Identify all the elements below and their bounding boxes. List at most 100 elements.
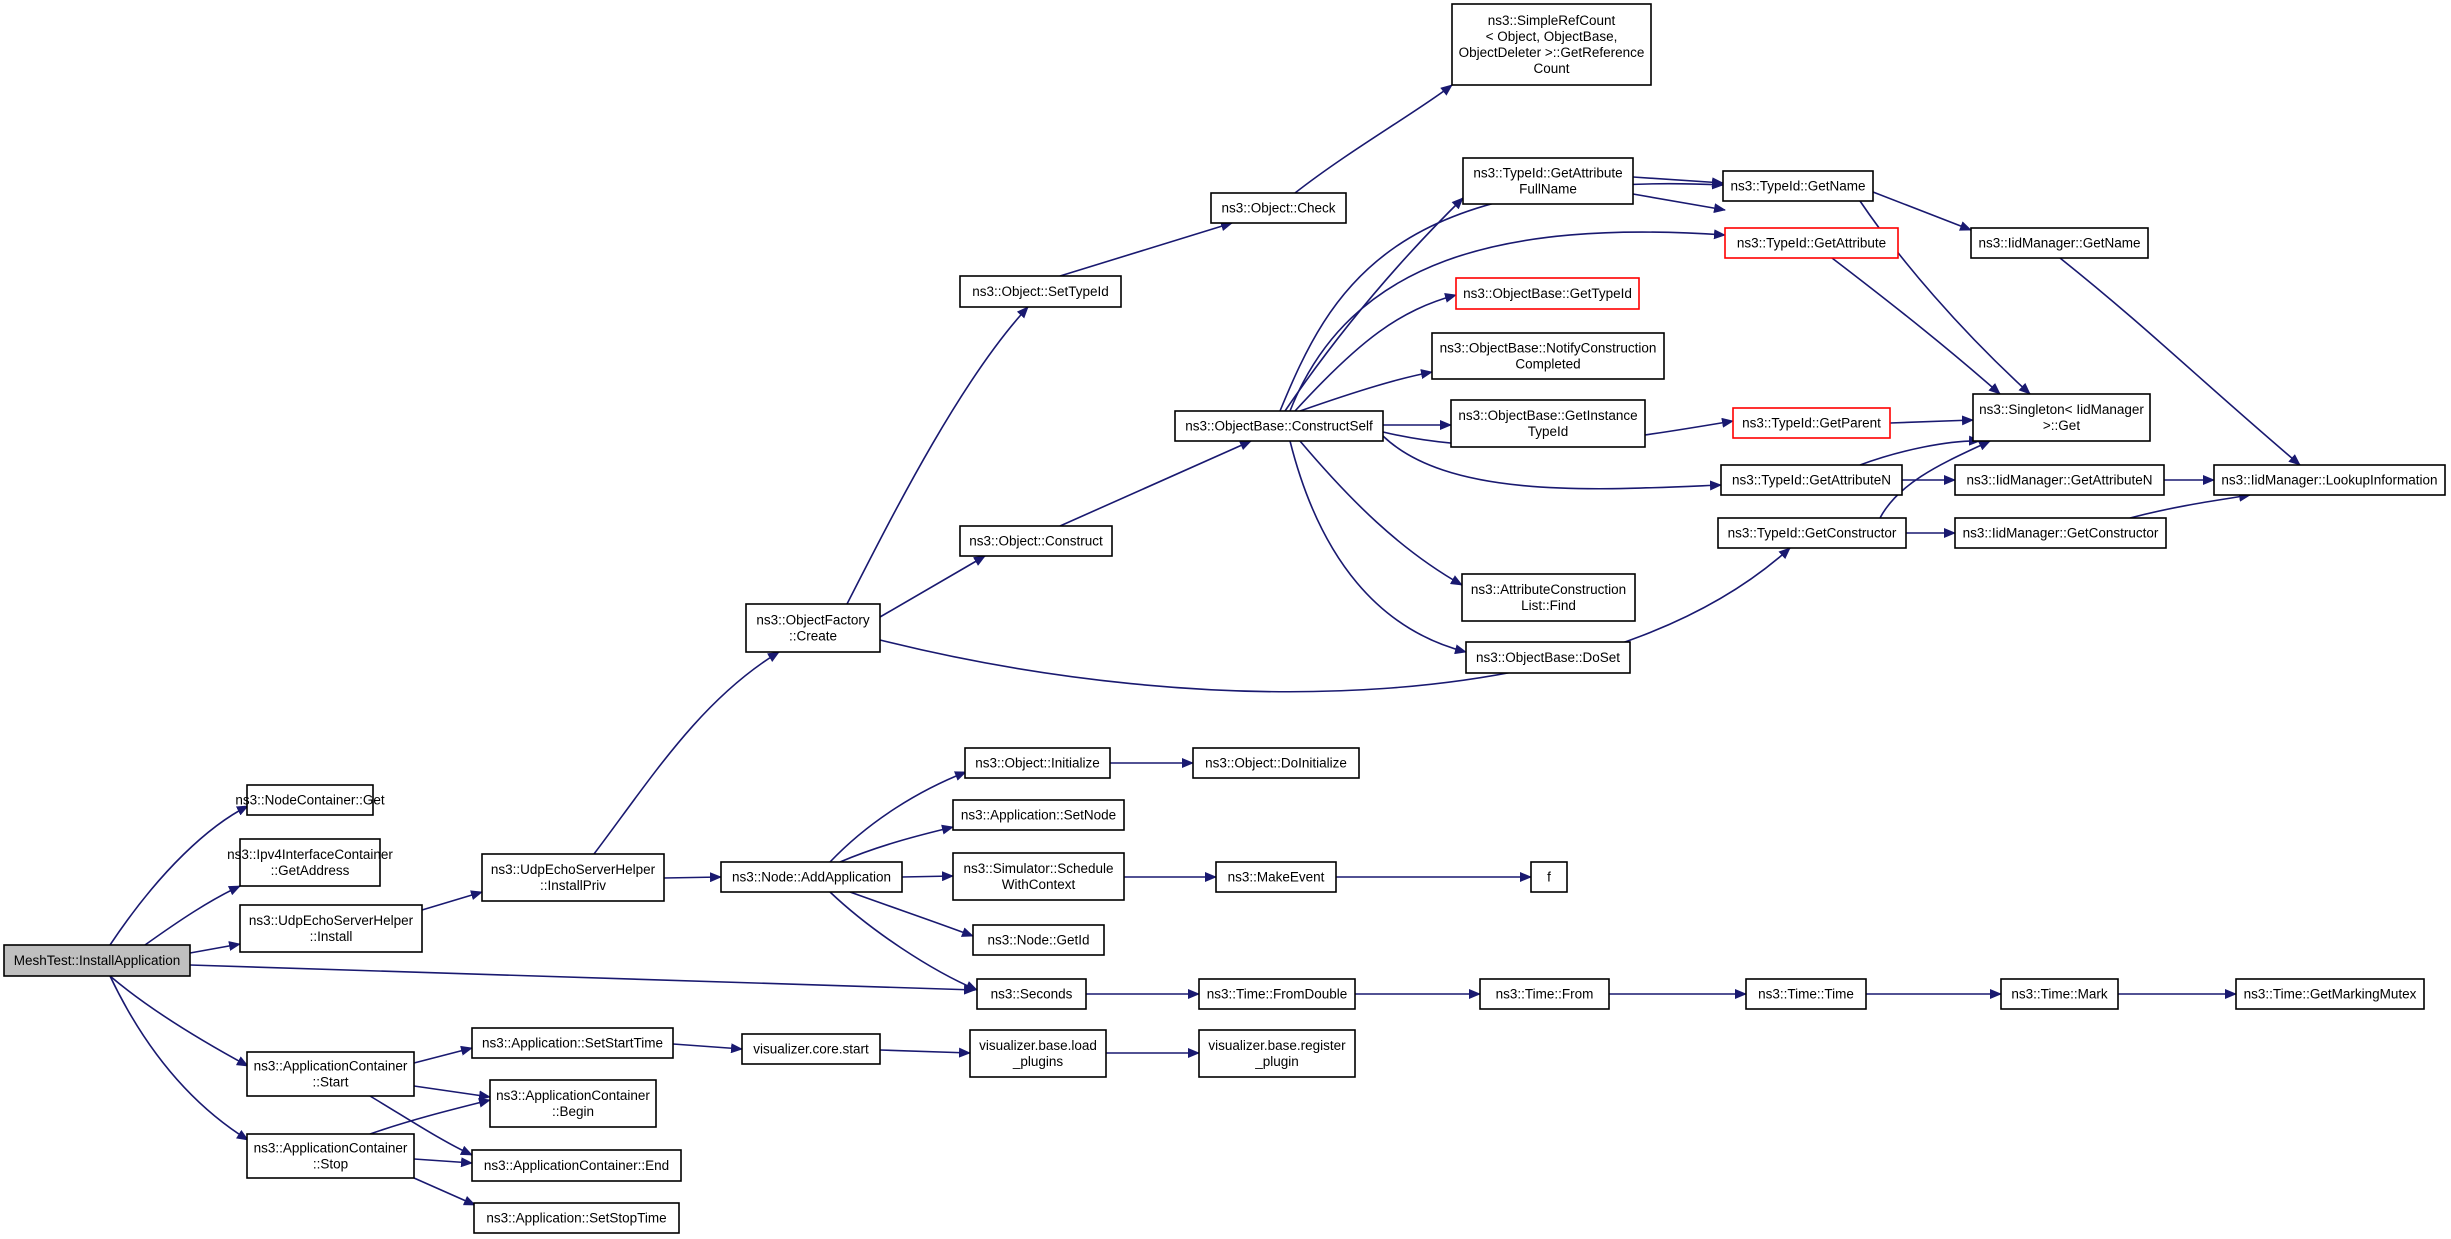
graph-node-viz-base-register[interactable]: visualizer.base.register_plugin bbox=[1198, 1029, 1356, 1078]
node-label-line: ns3::AttributeConstruction bbox=[1471, 582, 1626, 597]
graph-node-time-from[interactable]: ns3::Time::From bbox=[1479, 978, 1610, 1010]
node-box bbox=[959, 275, 1122, 308]
graph-node-typeid-getparent[interactable]: ns3::TypeId::GetParent bbox=[1732, 407, 1891, 439]
graph-node-obj-check[interactable]: ns3::Object::Check bbox=[1210, 192, 1347, 224]
graph-node-typeid-getattributen[interactable]: ns3::TypeId::GetAttributeN bbox=[1720, 464, 1903, 496]
graph-node-ac-start[interactable]: ns3::ApplicationContainer::Start bbox=[246, 1051, 415, 1097]
node-label-line: ns3::IidManager::GetConstructor bbox=[1963, 526, 2159, 541]
node-label-line: ns3::Object::Check bbox=[1221, 201, 1335, 216]
graph-node-ac-stop[interactable]: ns3::ApplicationContainer::Stop bbox=[246, 1133, 415, 1179]
graph-node-simplerefcount[interactable]: ns3::SimpleRefCount< Object, ObjectBase,… bbox=[1451, 3, 1652, 86]
call-edge bbox=[593, 651, 780, 855]
graph-node-iidmgr-getname[interactable]: ns3::IidManager::GetName bbox=[1970, 227, 2149, 259]
node-label-line: ns3::Object::SetTypeId bbox=[972, 284, 1109, 299]
node-label-line: >::Get bbox=[2043, 418, 2080, 433]
call-edge bbox=[1879, 440, 1991, 519]
call-edge bbox=[663, 872, 722, 883]
graph-node-root[interactable]: MeshTest::InstallApplication bbox=[3, 944, 191, 977]
graph-node-udp-install[interactable]: ns3::UdpEchoServerHelper::Install bbox=[239, 904, 423, 953]
node-box bbox=[1455, 277, 1640, 310]
node-box bbox=[1954, 464, 2165, 496]
call-edge bbox=[2129, 491, 2251, 519]
node-box bbox=[246, 1133, 415, 1179]
node-label-line: ns3::IidManager::GetAttributeN bbox=[1966, 473, 2152, 488]
graph-node-obj-initialize[interactable]: ns3::Object::Initialize bbox=[964, 747, 1111, 779]
node-box bbox=[1462, 157, 1634, 205]
call-edge bbox=[189, 964, 976, 995]
call-edge bbox=[1059, 440, 1252, 527]
call-edge bbox=[1299, 369, 1433, 412]
graph-node-of-create[interactable]: ns3::ObjectFactory::Create bbox=[745, 603, 881, 653]
node-label-line: _plugin bbox=[1254, 1054, 1299, 1069]
graph-node-typeid-getattribute[interactable]: ns3::TypeId::GetAttribute bbox=[1724, 227, 1899, 259]
nodes-layer: MeshTest::InstallApplication ns3::NodeCon… bbox=[3, 3, 2446, 1234]
node-label-line: ::Stop bbox=[313, 1157, 348, 1172]
graph-node-time-mark[interactable]: ns3::Time::Mark bbox=[2000, 978, 2119, 1010]
node-box bbox=[969, 1029, 1107, 1078]
node-label-line: ns3::ApplicationContainer bbox=[254, 1141, 408, 1156]
node-box bbox=[1970, 227, 2149, 259]
node-label-line: ns3::Object::DoInitialize bbox=[1205, 756, 1347, 771]
node-box bbox=[1972, 393, 2151, 442]
node-box bbox=[1192, 747, 1360, 779]
call-edge bbox=[1294, 84, 1453, 194]
node-box bbox=[1717, 517, 1907, 549]
graph-node-obj-construct[interactable]: ns3::Object::Construct bbox=[959, 525, 1113, 557]
graph-node-udp-installpriv[interactable]: ns3::UdpEchoServerHelper::InstallPriv bbox=[481, 853, 665, 902]
node-label-line: ns3::ObjectFactory bbox=[756, 613, 870, 628]
graph-node-typeid-getname[interactable]: ns3::TypeId::GetName bbox=[1722, 170, 1874, 202]
node-box bbox=[1198, 978, 1356, 1010]
graph-node-objbase-notify[interactable]: ns3::ObjectBase::NotifyConstructionCompl… bbox=[1431, 332, 1665, 380]
graph-node-app-setnode[interactable]: ns3::Application::SetNode bbox=[952, 799, 1125, 831]
call-edge bbox=[1284, 197, 1464, 412]
node-box bbox=[1215, 861, 1337, 893]
node-box bbox=[1198, 1029, 1356, 1078]
graph-node-f[interactable]: f bbox=[1530, 861, 1568, 893]
node-label-line: ::Install bbox=[310, 929, 353, 944]
node-box bbox=[976, 978, 1087, 1010]
graph-node-ac-end[interactable]: ns3::ApplicationContainer::End bbox=[471, 1149, 682, 1182]
call-edge bbox=[829, 771, 967, 863]
node-label-line: ns3::NodeContainer::Get bbox=[235, 793, 385, 808]
node-label-line: ::InstallPriv bbox=[540, 878, 606, 893]
node-label-line: ns3::TypeId::GetParent bbox=[1742, 416, 1881, 431]
graph-node-iidmgr-lookup[interactable]: ns3::IidManager::LookupInformation bbox=[2213, 464, 2446, 496]
graph-node-singleton-get[interactable]: ns3::Singleton< IidManager>::Get bbox=[1972, 393, 2151, 442]
graph-node-node-addapp[interactable]: ns3::Node::AddApplication bbox=[720, 861, 903, 893]
graph-node-obj-doinitialize[interactable]: ns3::Object::DoInitialize bbox=[1192, 747, 1360, 779]
call-edge bbox=[1632, 193, 1726, 214]
graph-node-seconds[interactable]: ns3::Seconds bbox=[976, 978, 1087, 1010]
graph-node-node-getid[interactable]: ns3::Node::GetId bbox=[972, 924, 1105, 956]
call-edge bbox=[1859, 435, 1981, 466]
graph-node-viz-base-load[interactable]: visualizer.base.load_plugins bbox=[969, 1029, 1107, 1078]
graph-node-objbase-constructself[interactable]: ns3::ObjectBase::ConstructSelf bbox=[1174, 410, 1384, 442]
graph-node-viz-core-start[interactable]: visualizer.core.start bbox=[741, 1033, 881, 1065]
graph-node-obj-settypeid[interactable]: ns3::Object::SetTypeId bbox=[959, 275, 1122, 308]
graph-node-nc-get[interactable]: ns3::NodeContainer::Get bbox=[235, 784, 385, 816]
graph-node-time-getmarkingmutex[interactable]: ns3::Time::GetMarkingMutex bbox=[2235, 978, 2425, 1010]
graph-node-ac-begin[interactable]: ns3::ApplicationContainer::Begin bbox=[489, 1079, 657, 1128]
graph-node-makeevent[interactable]: ns3::MakeEvent bbox=[1215, 861, 1337, 893]
node-box bbox=[489, 1079, 657, 1128]
node-label-line: FullName bbox=[1519, 182, 1577, 197]
graph-node-objbase-gettypeid[interactable]: ns3::ObjectBase::GetTypeId bbox=[1455, 277, 1640, 310]
graph-node-iidmgr-getattributen[interactable]: ns3::IidManager::GetAttributeN bbox=[1954, 464, 2165, 496]
graph-node-objbase-doset[interactable]: ns3::ObjectBase::DoSet bbox=[1465, 641, 1631, 674]
call-edge bbox=[1382, 435, 1722, 491]
graph-node-app-setstarttime[interactable]: ns3::Application::SetStartTime bbox=[471, 1027, 674, 1059]
node-box bbox=[2235, 978, 2425, 1010]
node-label-line: f bbox=[1547, 870, 1551, 885]
graph-node-app-setstoptime[interactable]: ns3::Application::SetStopTime bbox=[473, 1202, 680, 1234]
node-box bbox=[471, 1149, 682, 1182]
graph-node-ipv4-getaddr[interactable]: ns3::Ipv4InterfaceContainer::GetAddress bbox=[227, 838, 393, 887]
node-label-line: ns3::Node::GetId bbox=[987, 933, 1089, 948]
graph-node-time-time[interactable]: ns3::Time::Time bbox=[1745, 978, 1867, 1010]
graph-node-time-fromdouble[interactable]: ns3::Time::FromDouble bbox=[1198, 978, 1356, 1010]
node-box bbox=[1732, 407, 1891, 439]
graph-node-typeid-getconstructor[interactable]: ns3::TypeId::GetConstructor bbox=[1717, 517, 1907, 549]
graph-node-iidmgr-getconstructor[interactable]: ns3::IidManager::GetConstructor bbox=[1954, 517, 2167, 549]
